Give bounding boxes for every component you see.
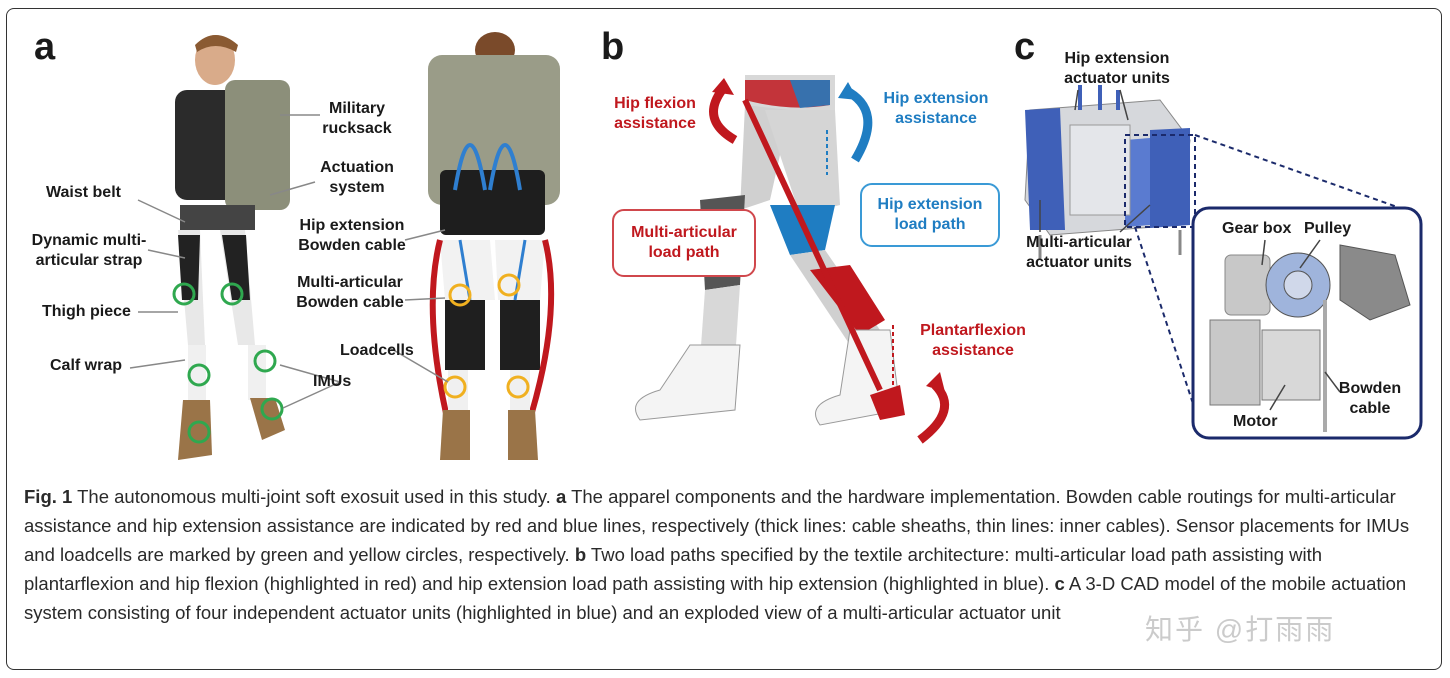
caption-a-label: a [555,486,567,507]
label-dynamic-strap: Dynamic multi-articular strap [31,232,147,269]
label-hip-extension-bowden-cable: Hip extension Bowden cable [298,217,406,254]
label-actuation-system: Actuation system [320,159,394,196]
figure-frame [6,8,1442,670]
actuator-cad-model [1024,85,1423,440]
label-pulley: Pulley [1304,220,1352,237]
label-bowden-cable: Bowden cable [1338,380,1402,417]
hip-extension-load-path-box: Hip extension load path [860,183,1000,247]
figure-caption: Fig. 1 The autonomous multi-joint soft e… [24,482,1428,627]
caption-fig-label: Fig. 1 [24,486,73,507]
label-calf-wrap: Calf wrap [50,357,123,374]
label-waist-belt: Waist belt [46,184,121,201]
caption-b-text: Two load paths specified by the textile … [24,544,1323,594]
label-multi-articular-bowden-cable: Multi-articular Bowden cable [296,274,404,311]
label-thigh-piece: Thigh piece [42,303,131,320]
caption-c-text: A 3-D CAD model of the mobile actuation … [24,573,1407,623]
label-hip-extension-assistance: Hip extension assistance [883,90,989,127]
panel-letter-b: b [601,26,625,68]
panel-c-leader-lines [1039,89,1341,411]
label-plantarflexion-assistance: Plantarflexion assistance [920,322,1026,359]
label-hip-extension-actuator-units: Hip extension actuator units [1064,50,1170,87]
panel-letter-a: a [34,26,56,68]
label-military-rucksack: Military rucksack [322,100,392,137]
watermark: 知乎 @打雨雨 [1145,614,1336,645]
caption-a-text: The apparel components and the hardware … [24,486,1410,565]
label-loadcells: Loadcells [340,342,414,359]
label-gear-box: Gear box [1222,220,1292,237]
caption-b-label: b [574,544,587,565]
label-hip-flexion-assistance: Hip flexion assistance [614,95,696,132]
label-imus: IMUs [313,373,352,390]
front-view-wearer [172,35,290,460]
caption-intro: The autonomous multi-joint soft exosuit … [72,486,556,507]
multi-articular-load-path-box: Multi-articular load path [612,209,756,277]
panel-letter-c: c [1014,26,1036,68]
back-view-wearer [428,32,560,460]
label-multi-articular-actuator-units: Multi-articular actuator units [1026,234,1132,271]
panel-a-leader-lines [129,114,449,409]
label-motor: Motor [1233,413,1278,430]
caption-c-label: c [1054,573,1065,594]
